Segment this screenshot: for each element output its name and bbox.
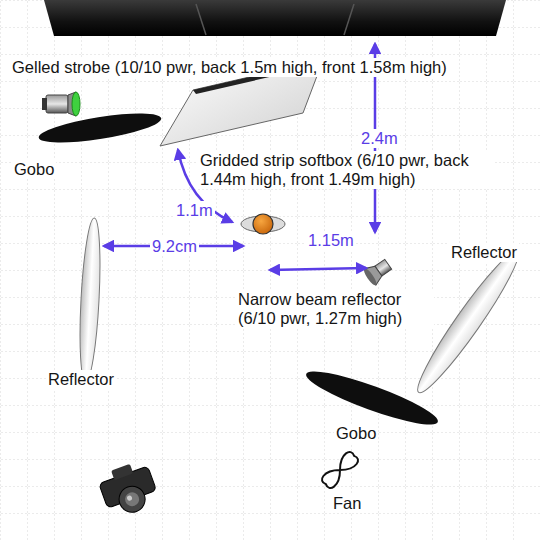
dimension-label: 2.4m bbox=[359, 129, 400, 148]
backdrop bbox=[44, 0, 506, 36]
dimension-label: 1.15m bbox=[306, 231, 356, 250]
dimension-label: 1.1m bbox=[174, 201, 215, 220]
gelled-strobe bbox=[42, 92, 80, 116]
subject bbox=[241, 214, 285, 234]
equipment-label: Reflector bbox=[449, 243, 519, 262]
equipment-label: Narrow beam reflector (6/10 pwr, 1.27m h… bbox=[236, 290, 434, 328]
equipment-label: Gridded strip softbox (6/10 pwr, back 1.… bbox=[198, 151, 494, 189]
equipment-label: Reflector bbox=[46, 370, 116, 389]
narrow-beam-reflector bbox=[362, 256, 394, 287]
equipment-label: Fan bbox=[331, 494, 363, 513]
gobo bbox=[37, 107, 163, 148]
reflector bbox=[77, 218, 104, 383]
gobo bbox=[302, 363, 442, 433]
dimension-label: 9.2cm bbox=[150, 237, 199, 256]
fan bbox=[320, 450, 360, 490]
equipment-label: Gobo bbox=[334, 424, 378, 443]
camera bbox=[96, 458, 161, 520]
equipment-label: Gobo bbox=[12, 160, 56, 179]
equipment-label: Gelled strobe (10/10 pwr, back 1.5m high… bbox=[10, 58, 449, 77]
